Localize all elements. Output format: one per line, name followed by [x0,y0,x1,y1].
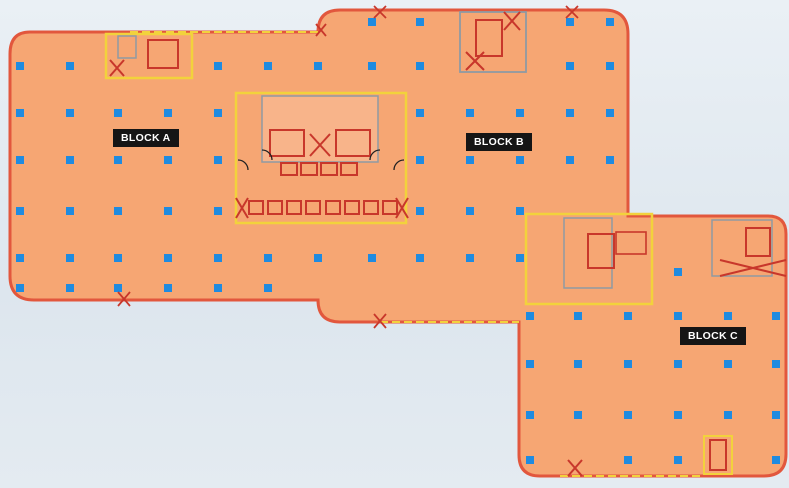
column [526,360,534,368]
column [164,207,172,215]
column [164,109,172,117]
column [566,18,574,26]
column [574,360,582,368]
column [214,62,222,70]
column [214,109,222,117]
column [164,156,172,164]
core-block-c [524,212,787,477]
column [516,254,524,262]
column [772,360,780,368]
column [314,254,322,262]
column [574,312,582,320]
column [164,254,172,262]
block-a-label: BLOCK A [113,129,179,147]
column [416,62,424,70]
column [114,109,122,117]
column [66,156,74,164]
column [368,18,376,26]
column [624,312,632,320]
column [606,62,614,70]
column [66,109,74,117]
column [416,254,424,262]
column [16,284,24,292]
column [526,456,534,464]
column [214,254,222,262]
column [724,312,732,320]
column [772,456,780,464]
column [674,268,682,276]
column [66,284,74,292]
column [516,109,524,117]
column [466,207,474,215]
column [674,456,682,464]
column [16,62,24,70]
block-b-label: BLOCK B [466,133,532,151]
column [466,156,474,164]
floor-slab [8,8,788,478]
column [16,254,24,262]
column [606,18,614,26]
column [114,254,122,262]
column [368,254,376,262]
column [566,109,574,117]
column [624,411,632,419]
column [264,254,272,262]
core-block-a [234,91,409,225]
column [624,360,632,368]
column [724,360,732,368]
column [516,156,524,164]
core-block-a-north [104,32,194,80]
column [466,109,474,117]
column [526,411,534,419]
structural-columns [16,18,780,464]
column [566,156,574,164]
column [16,207,24,215]
column [674,312,682,320]
column [606,109,614,117]
core-block-b-north [459,11,527,73]
column [214,156,222,164]
column [526,312,534,320]
column [772,411,780,419]
column [314,62,322,70]
column [566,62,574,70]
facade-dashes [130,31,700,477]
column [674,360,682,368]
column [114,284,122,292]
column [214,207,222,215]
column [574,411,582,419]
column [466,254,474,262]
column [264,62,272,70]
column [368,62,376,70]
column [416,109,424,117]
column [772,312,780,320]
column [516,207,524,215]
block-c-label: BLOCK C [680,327,746,345]
column [674,411,682,419]
column [16,156,24,164]
column [66,254,74,262]
column [264,284,272,292]
facade-markers [117,5,579,329]
column [114,207,122,215]
column [164,284,172,292]
column [606,156,614,164]
column [114,156,122,164]
column [416,18,424,26]
column [416,156,424,164]
column [624,456,632,464]
column [66,62,74,70]
column [416,207,424,215]
column [724,411,732,419]
column [16,109,24,117]
column [214,284,222,292]
column [66,207,74,215]
